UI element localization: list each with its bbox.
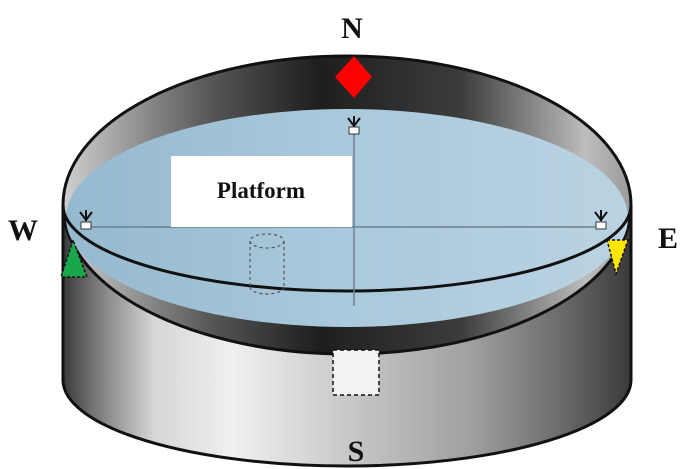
start-point-east-icon xyxy=(594,210,608,230)
east-cue-yellow-triangle-icon xyxy=(606,239,630,277)
west-cue-green-triangle-icon xyxy=(59,237,89,278)
east-label: E xyxy=(658,222,678,255)
north-label: N xyxy=(341,12,363,45)
south-label: S xyxy=(348,435,365,468)
platform-label-box xyxy=(171,156,352,227)
start-point-west-icon xyxy=(79,210,93,230)
start-point-north-icon xyxy=(347,116,361,135)
west-label: W xyxy=(8,214,38,247)
pool-front-rim xyxy=(61,204,633,293)
south-cue-white-square-icon xyxy=(332,349,380,396)
platform-label: Platform xyxy=(217,178,305,203)
hidden-platform-icon xyxy=(249,233,285,295)
north-cue-red-diamond-icon xyxy=(335,56,372,98)
